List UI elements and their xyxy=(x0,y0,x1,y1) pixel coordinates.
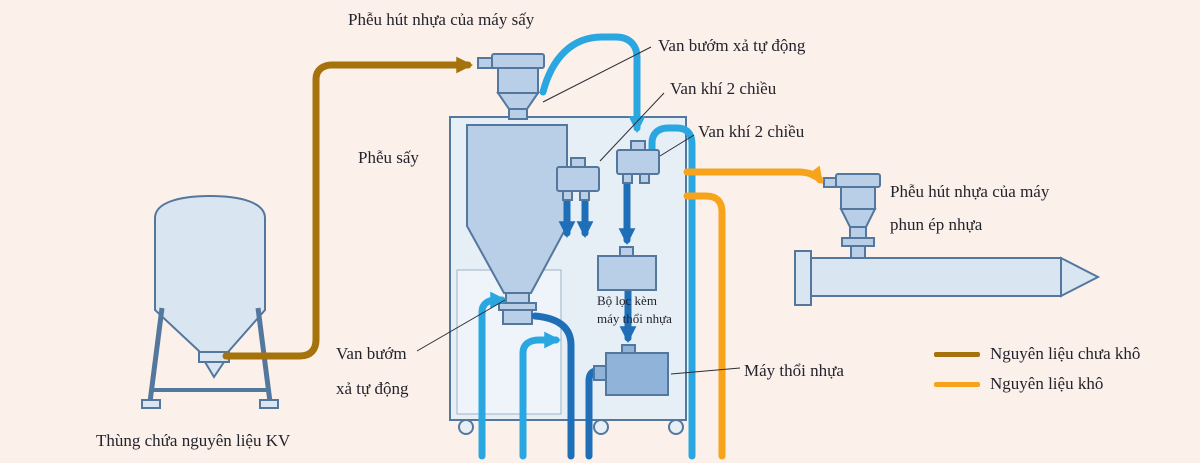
legend-wet-material: Nguyên liệu chưa khô xyxy=(934,344,1140,364)
legend-wet-label: Nguyên liệu chưa khô xyxy=(990,344,1141,363)
pipe-tank-to-dryer xyxy=(222,56,474,360)
pipe-air-right-drop xyxy=(648,124,696,460)
pipe-hopper-return xyxy=(531,312,575,460)
pipes-wet-material xyxy=(222,56,474,360)
filter-box xyxy=(597,246,657,291)
tank-leg xyxy=(147,307,165,403)
pipes-dry-material xyxy=(683,165,824,460)
label-dryer-suction-hopper: Phễu hút nhựa của máy sấy xyxy=(348,10,535,29)
pipe-air-inner-left xyxy=(519,331,562,460)
label-drying-hopper: Phễu sấy xyxy=(358,148,419,167)
leader-auto-valve-bottom xyxy=(416,299,506,352)
storage-tank xyxy=(141,194,279,409)
label-filter-blower: Bộ lọc kèm máy thổi nhựa xyxy=(597,292,672,328)
label-auto-discharge-valve-top: Van bướm xả tự động xyxy=(658,36,806,55)
leader-two-way-valve-2 xyxy=(659,134,695,157)
legend-dry-label: Nguyên liệu khô xyxy=(990,374,1104,393)
label-auto-discharge-valve-bottom-line1: Van bướm xyxy=(336,344,407,363)
label-two-way-air-valve-2: Van khí 2 chiều xyxy=(698,122,805,141)
pipes-air-light xyxy=(478,33,696,460)
caster-wheel xyxy=(668,419,684,435)
pipe-air-hopper-to-valve xyxy=(539,33,646,134)
two-way-air-valve-right xyxy=(616,140,660,184)
caster-wheel xyxy=(458,419,474,435)
auto-discharge-valve xyxy=(502,309,533,325)
label-filter-blower-line2: máy thổi nhựa xyxy=(597,311,672,326)
leader-lines xyxy=(416,46,741,375)
two-way-air-valve-left xyxy=(556,157,600,201)
pipes-air-dark xyxy=(531,180,637,460)
label-injection-suction-hopper: Phễu hút nhựa của máy phun ép nhựa xyxy=(890,175,1049,241)
label-two-way-air-valve-1: Van khí 2 chiều xyxy=(670,79,777,98)
legend-dry-swatch xyxy=(934,381,980,387)
label-auto-discharge-valve-bottom: Van bướm xả tự động xyxy=(336,336,408,406)
caster-wheel xyxy=(593,419,609,435)
blower-unit xyxy=(593,344,669,396)
label-filter-blower-line1: Bộ lọc kèm xyxy=(597,293,657,308)
injection-suction-hopper xyxy=(823,173,881,259)
injection-nozzle xyxy=(1060,256,1101,298)
leader-two-way-valve-1 xyxy=(599,92,665,162)
leader-auto-valve-top xyxy=(542,46,652,103)
label-injection-suction-hopper-line2: phun ép nhựa xyxy=(890,215,983,234)
pipe-dry-material-drop xyxy=(683,192,726,460)
pipe-dryer-to-injection-hopper xyxy=(683,165,824,185)
label-injection-suction-hopper-line1: Phễu hút nhựa của máy xyxy=(890,182,1050,201)
label-auto-discharge-valve-bottom-line2: xả tự động xyxy=(336,379,409,398)
pipe-air-to-discharge-valve xyxy=(478,291,508,460)
drying-hopper xyxy=(466,124,568,325)
label-storage-tank: Thùng chứa nguyên liệu KV xyxy=(96,431,291,450)
label-blower: Máy thổi nhựa xyxy=(744,361,844,380)
dryer-suction-hopper xyxy=(477,53,545,120)
legend-wet-swatch xyxy=(934,351,980,357)
legend-dry-material: Nguyên liệu khô xyxy=(934,374,1103,394)
injection-machine xyxy=(794,250,1101,306)
leader-blower xyxy=(670,367,741,375)
